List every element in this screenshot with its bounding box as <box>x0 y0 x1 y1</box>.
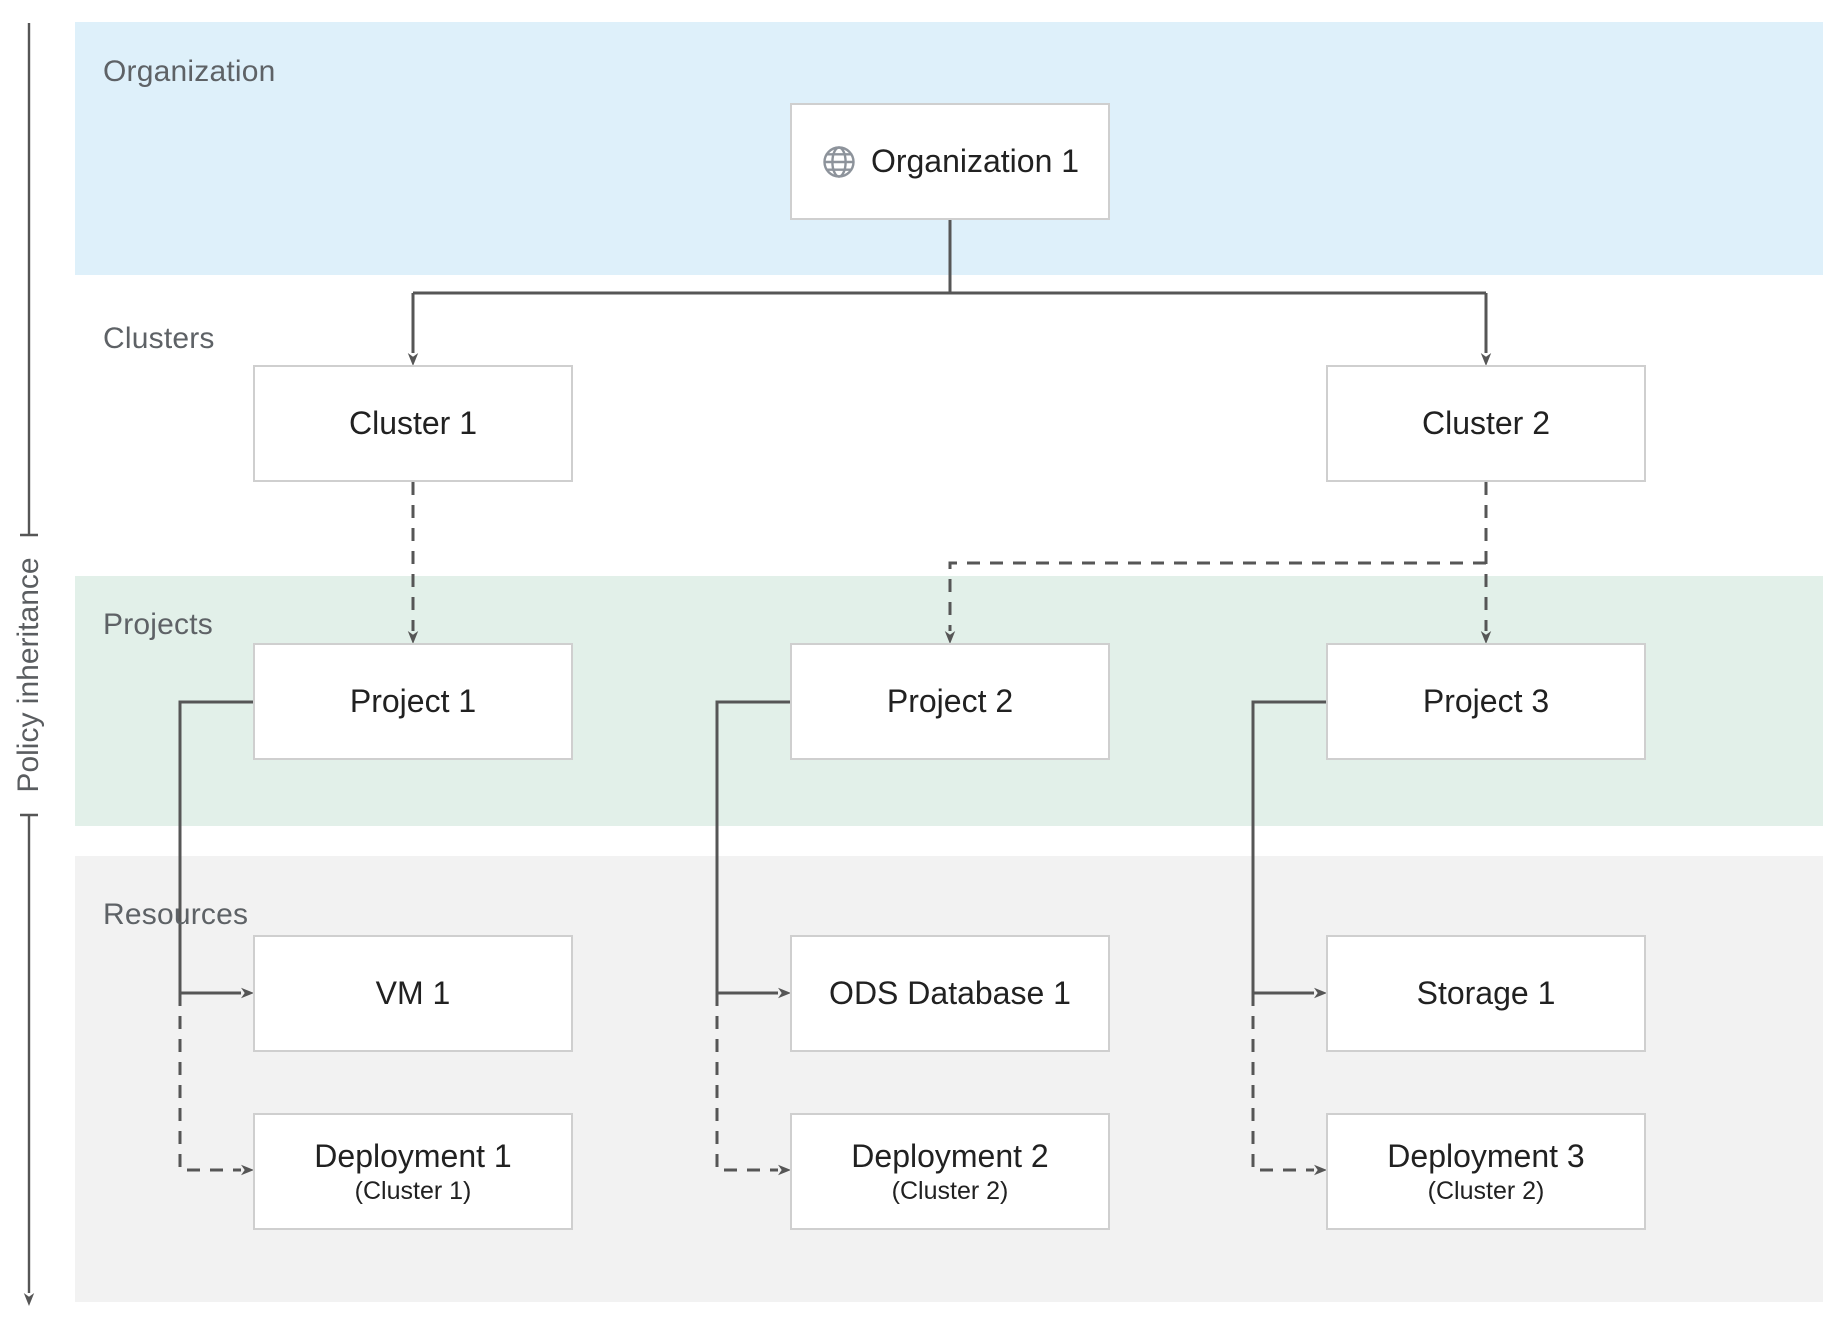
node-label: ODS Database 1 <box>829 975 1071 1011</box>
band-label-projects: Projects <box>103 608 213 641</box>
node-label: Project 1 <box>349 683 477 719</box>
node-vm-1: VM 1 <box>253 935 573 1052</box>
node-deployment-1: Deployment 1 (Cluster 1) <box>253 1113 573 1230</box>
band-label-clusters: Clusters <box>103 322 215 355</box>
globe-icon <box>821 144 857 180</box>
band-label-resources: Resources <box>103 898 249 931</box>
policy-inheritance-arrow <box>20 23 38 1306</box>
edge-project1-deployment1 <box>178 993 254 1176</box>
node-label: Cluster 1 <box>348 405 478 441</box>
edge-project3-storage <box>1251 700 1327 999</box>
node-label: Project 2 <box>886 683 1014 719</box>
edge-project2-deployment2 <box>715 993 791 1176</box>
node-deployment-2: Deployment 2 (Cluster 2) <box>790 1113 1110 1230</box>
node-sublabel: (Cluster 1) <box>354 1176 472 1205</box>
node-organization-1: Organization 1 <box>790 103 1110 220</box>
edge-org-trunk <box>413 220 1486 295</box>
node-sublabel: (Cluster 2) <box>891 1176 1009 1205</box>
node-sublabel: (Cluster 2) <box>1427 1176 1545 1205</box>
edge-project3-deployment3 <box>1251 993 1327 1176</box>
node-project-3: Project 3 <box>1326 643 1646 760</box>
node-label: VM 1 <box>375 975 451 1011</box>
node-label: Deployment 2 <box>851 1137 1049 1174</box>
node-deployment-3: Deployment 3 (Cluster 2) <box>1326 1113 1646 1230</box>
node-label: Deployment 1 <box>314 1137 512 1174</box>
node-project-1: Project 1 <box>253 643 573 760</box>
node-label: Cluster 2 <box>1421 405 1551 441</box>
node-cluster-1: Cluster 1 <box>253 365 573 482</box>
node-project-2: Project 2 <box>790 643 1110 760</box>
node-label: Project 3 <box>1422 683 1550 719</box>
edge-project2-ods <box>715 700 791 999</box>
node-ods-database-1: ODS Database 1 <box>790 935 1110 1052</box>
node-cluster-2: Cluster 2 <box>1326 365 1646 482</box>
node-label: Storage 1 <box>1416 975 1556 1011</box>
policy-inheritance-label: Policy inheritance <box>12 557 45 793</box>
node-storage-1: Storage 1 <box>1326 935 1646 1052</box>
edge-project1-vm1 <box>178 700 254 999</box>
node-label: Deployment 3 <box>1387 1137 1585 1174</box>
band-label-organization: Organization <box>103 55 276 88</box>
edge-cluster2-project2 <box>944 561 1486 644</box>
node-label: Organization 1 <box>870 143 1080 179</box>
